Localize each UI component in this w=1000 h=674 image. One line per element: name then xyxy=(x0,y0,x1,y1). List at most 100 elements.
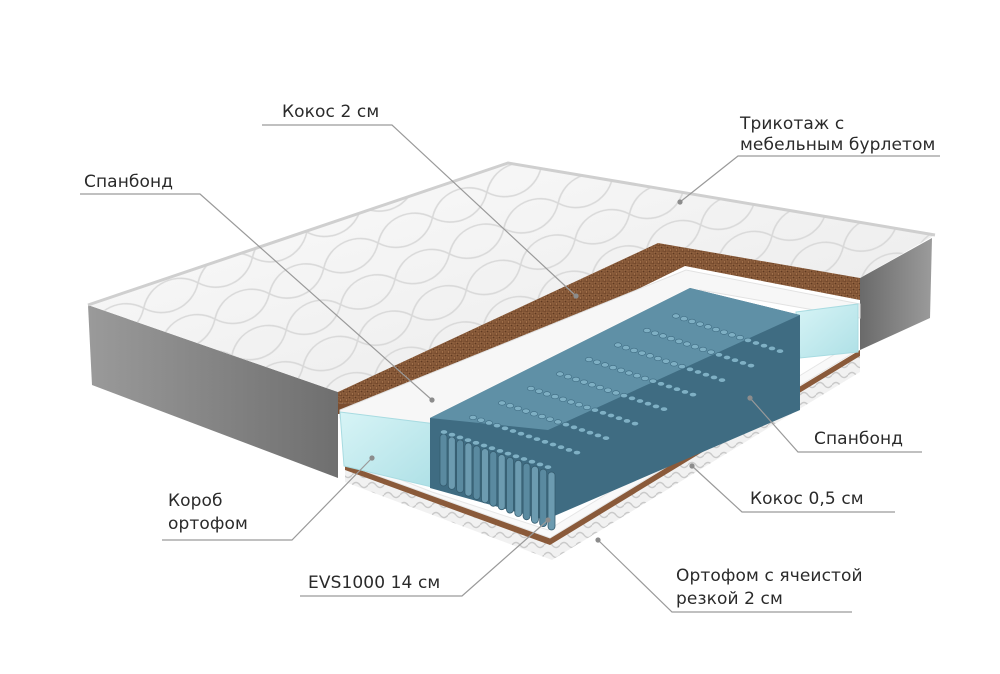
spring-cap xyxy=(564,374,572,380)
leader-box xyxy=(162,457,373,541)
spring-cap xyxy=(496,448,504,454)
spring-cap xyxy=(675,338,683,344)
spring-cap xyxy=(654,355,662,361)
quilt-pattern xyxy=(88,163,935,392)
spring-cap xyxy=(630,347,638,353)
label-coconut-0-5cm: Кокос 0,5 см xyxy=(750,489,864,509)
spring-column xyxy=(531,465,539,524)
spring-cap xyxy=(694,369,702,375)
spring-cap xyxy=(670,361,678,367)
spring-cap xyxy=(625,370,633,376)
spring-cap xyxy=(575,402,583,408)
spring-cap xyxy=(520,456,528,462)
spring-cap xyxy=(522,408,530,414)
spring-cap xyxy=(530,411,538,417)
spring-cap xyxy=(586,430,594,436)
spring-cap xyxy=(609,365,617,371)
leader-dots xyxy=(369,199,753,543)
spring-cap xyxy=(501,425,509,431)
spring-cap xyxy=(644,401,652,407)
spring-column xyxy=(481,448,489,504)
spring-cap xyxy=(512,453,520,459)
spring-cap xyxy=(573,450,581,456)
spring-cap xyxy=(588,382,596,388)
spring-cap xyxy=(594,432,602,438)
spring-cap xyxy=(683,341,691,347)
spring-column xyxy=(506,456,514,514)
spring-cap xyxy=(660,406,668,412)
spring-cap xyxy=(607,412,615,418)
spring-cap xyxy=(667,336,675,342)
spring-cap xyxy=(752,340,760,346)
leader-springs xyxy=(300,519,549,597)
spring-cap xyxy=(723,354,731,360)
spring-cap xyxy=(680,316,688,322)
spring-cap xyxy=(696,321,704,327)
spring-cap xyxy=(596,384,604,390)
spring-cap xyxy=(715,352,723,358)
spring-cap xyxy=(517,431,525,437)
spring-cap xyxy=(580,379,588,385)
label-box-line1: Короб xyxy=(168,491,223,511)
spring-cap xyxy=(509,428,517,434)
spring-cap xyxy=(525,433,533,439)
spring-cap xyxy=(641,375,649,381)
spring-cap xyxy=(562,422,570,428)
spring-cap xyxy=(651,330,659,336)
spring-cap xyxy=(559,396,567,402)
spring-cap xyxy=(768,345,776,351)
spring-cap xyxy=(628,395,636,401)
mattress-side-left xyxy=(88,305,338,478)
spring-cap xyxy=(631,421,639,427)
spring-cap xyxy=(622,345,630,351)
label-box-line2: ортофом xyxy=(168,514,248,534)
spring-cap xyxy=(488,445,496,451)
spring-cap xyxy=(776,348,784,354)
spring-cap xyxy=(686,366,694,372)
spring-cap xyxy=(546,416,554,422)
spring-cap xyxy=(599,410,607,416)
spring-cap xyxy=(699,346,707,352)
spring-cap xyxy=(612,390,620,396)
spring-cap xyxy=(636,398,644,404)
foam-box-back xyxy=(795,303,859,359)
pocket-springs-block xyxy=(430,288,800,531)
spring-cap xyxy=(469,414,477,420)
spring-cap xyxy=(614,342,622,348)
spring-cap xyxy=(710,374,718,380)
spring-cap xyxy=(707,349,715,355)
spring-cap xyxy=(744,337,752,343)
top-piping xyxy=(87,161,936,307)
spring-cap xyxy=(570,424,578,430)
spring-cap xyxy=(528,459,536,465)
spring-cap xyxy=(533,436,541,442)
spring-cap xyxy=(538,413,546,419)
spring-cap xyxy=(565,447,573,453)
spring-column xyxy=(514,459,523,517)
spring-cap xyxy=(617,367,625,373)
spring-cap xyxy=(593,359,601,365)
spring-cap xyxy=(440,429,448,435)
orthofoam-wavy-layer xyxy=(345,355,860,560)
spring-cap xyxy=(646,353,654,359)
spring-cap xyxy=(665,383,673,389)
spring-cap xyxy=(527,385,535,391)
spring-cap xyxy=(643,327,651,333)
spring-cap xyxy=(556,371,564,377)
spring-cap xyxy=(702,372,710,378)
spring-cap xyxy=(728,332,736,338)
spring-cap xyxy=(551,394,559,400)
spring-column xyxy=(439,433,448,487)
spring-cap xyxy=(456,434,464,440)
spring-column xyxy=(539,468,548,528)
leader-lines xyxy=(80,124,940,613)
spring-cap xyxy=(585,356,593,362)
spring-cap xyxy=(739,360,747,366)
label-coconut-2cm: Кокос 2 см xyxy=(282,102,380,122)
spring-column xyxy=(489,451,498,507)
leader-orthofoam xyxy=(597,539,852,613)
spring-cap xyxy=(567,399,575,405)
spring-column xyxy=(522,462,531,521)
spring-cap xyxy=(691,344,699,350)
